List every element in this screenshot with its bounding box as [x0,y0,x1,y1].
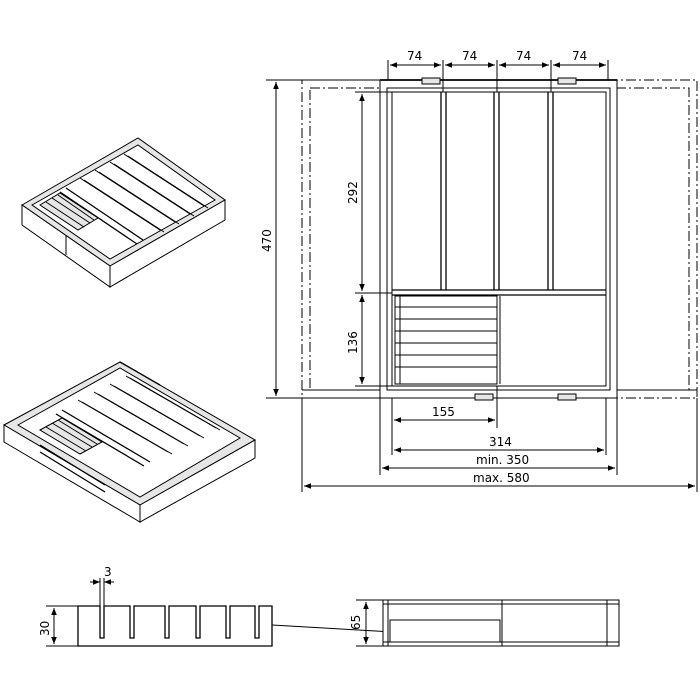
dim-width-2: 74 [462,49,477,63]
iso-view-closed [21,137,226,288]
dim-width-1: 74 [407,49,422,63]
dim-depth-label: 470 [260,229,274,252]
dim-min-width: min. 350 [476,453,529,467]
dim-max-width: max. 580 [473,471,530,485]
dim-width-3: 74 [516,49,531,63]
dim-inner-width: 314 [489,435,512,449]
dim-width-4: 74 [572,49,587,63]
dim-height-upper: 292 [346,181,360,204]
dim-top-widths: 74 74 74 74 [387,49,609,92]
dim-slot: 3 [104,565,112,579]
dim-side-height: 65 [349,615,363,630]
dim-depth: 470 [260,79,380,399]
insert-profile: 3 30 [38,565,393,647]
dim-height-lower: 136 [346,331,360,354]
dim-left-block: 155 [432,405,455,419]
iso-view-extended [2,361,257,523]
front-view: 65 [349,599,620,647]
dim-bottom-widths: 155 314 min. 350 max. 580 [301,386,698,492]
plan-view [301,77,698,401]
dim-insert-height: 30 [38,621,52,636]
dim-heights: 292 136 [346,91,392,387]
